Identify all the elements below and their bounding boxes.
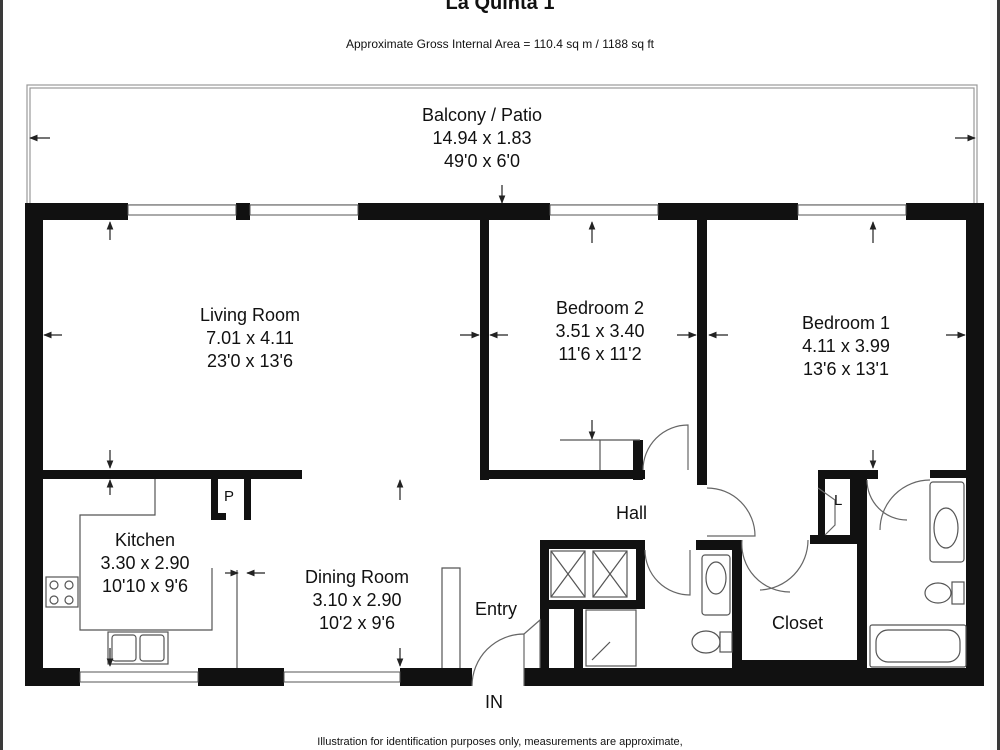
- kitchen-metric: 3.30 x 2.90: [100, 553, 190, 573]
- bedroom1-imperial: 13'6 x 13'1: [803, 359, 889, 379]
- walls: [25, 203, 984, 686]
- room-label-bedroom-2: Bedroom 2 3.51 x 3.40 11'6 x 11'2: [500, 297, 700, 366]
- room-label-living: Living Room 7.01 x 4.11 23'0 x 13'6: [150, 304, 350, 373]
- bedroom1-name: Bedroom 1: [801, 313, 891, 333]
- plan-title: La Quinta 1: [445, 0, 555, 14]
- balcony-imperial: 49'0 x 6'0: [444, 151, 520, 171]
- dimension-arrows: [29, 134, 976, 667]
- windows: [79, 204, 907, 683]
- kitchen-imperial: 10'10 x 9'6: [102, 576, 188, 596]
- bedroom2-name: Bedroom 2: [555, 298, 645, 318]
- dining-metric: 3.10 x 2.90: [312, 590, 402, 610]
- bedroom2-metric: 3.51 x 3.40: [555, 321, 645, 341]
- closet-label: Closet: [772, 613, 824, 633]
- dining-name: Dining Room: [304, 567, 410, 587]
- balcony-name: Balcony / Patio: [421, 105, 543, 125]
- living-imperial: 23'0 x 13'6: [207, 351, 293, 371]
- room-label-balcony: Balcony / Patio 14.94 x 1.83 49'0 x 6'0: [382, 104, 582, 173]
- door-swings: [471, 424, 931, 687]
- area-note: Approximate Gross Internal Area = 110.4 …: [345, 37, 655, 51]
- balcony-metric: 14.94 x 1.83: [432, 128, 532, 148]
- dining-imperial: 10'2 x 9'6: [319, 613, 395, 633]
- right-page-edge: [997, 0, 1000, 750]
- kitchen-name: Kitchen: [114, 530, 176, 550]
- room-label-kitchen: Kitchen 3.30 x 2.90 10'10 x 9'6: [70, 529, 220, 598]
- bedroom1-metric: 4.11 x 3.99: [802, 336, 890, 356]
- room-label-bedroom-1: Bedroom 1 4.11 x 3.99 13'6 x 13'1: [746, 312, 946, 381]
- entry-label: Entry: [475, 599, 518, 619]
- entrance-label: IN: [485, 692, 503, 712]
- laundry-label: L: [834, 492, 843, 509]
- bedroom2-imperial: 11'6 x 11'2: [558, 344, 642, 364]
- living-metric: 7.01 x 4.11: [206, 328, 294, 348]
- left-page-edge: [0, 0, 3, 750]
- hall-label: Hall: [616, 503, 648, 523]
- pantry-label: P: [224, 488, 235, 505]
- living-name: Living Room: [199, 305, 301, 325]
- fixtures: [45, 439, 967, 668]
- room-label-dining: Dining Room 3.10 x 2.90 10'2 x 9'6: [257, 566, 457, 635]
- interior-walls: [40, 215, 966, 670]
- disclaimer: Illustration for identification purposes…: [317, 736, 683, 748]
